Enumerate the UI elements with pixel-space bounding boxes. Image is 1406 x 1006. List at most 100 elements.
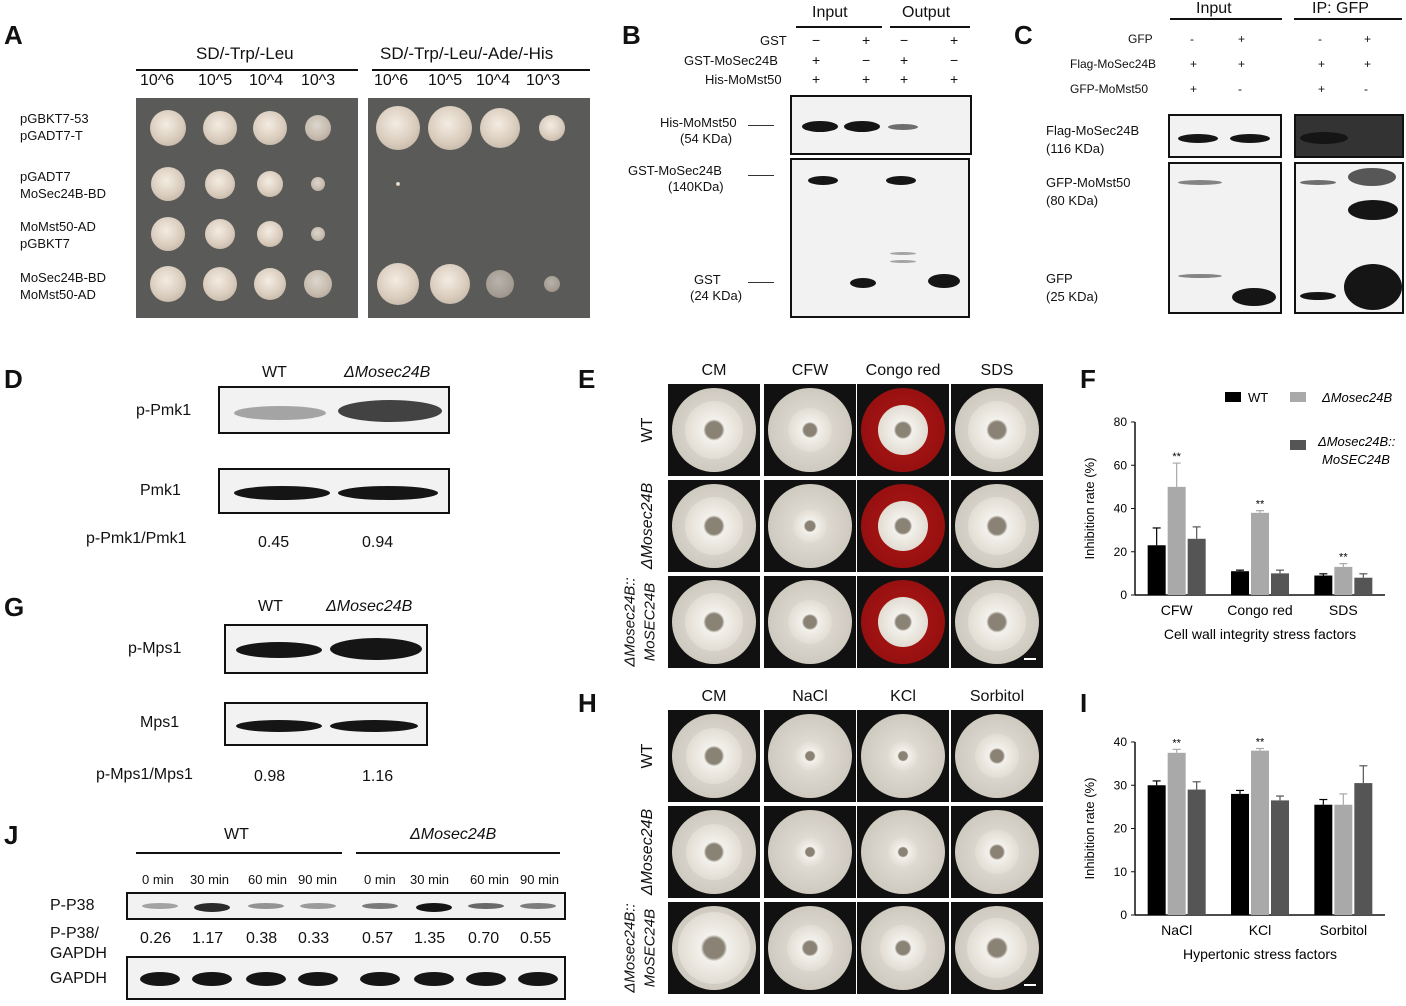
- time-label: 60 min: [470, 872, 510, 887]
- plate-col-label: KCl: [890, 688, 916, 705]
- yeast-colony: [428, 106, 472, 150]
- legend-label-comp: ΔMosec24B::: [1317, 434, 1396, 449]
- blot-b-his: [790, 95, 972, 155]
- panel-j-rule-wt: [136, 852, 342, 854]
- panel-g-ratio-value: 1.16: [362, 768, 394, 785]
- band: [248, 903, 284, 909]
- y-tick-label: 30: [1114, 778, 1128, 792]
- x-tick-label: NaCl: [1161, 922, 1192, 938]
- panel-j-row-bottom: GAPDH: [50, 970, 107, 987]
- y-tick-label: 10: [1114, 865, 1128, 879]
- colony-mycelium: [685, 497, 743, 555]
- ratio-value: 0.70: [468, 930, 500, 947]
- yeast-colony: [305, 115, 331, 141]
- petri-dish: [857, 806, 949, 898]
- panel-a-rule-right: [372, 69, 590, 71]
- panel-a-header-right: SD/-Trp/-Leu/-Ade/-His: [380, 44, 554, 63]
- ratio-value: 1.17: [192, 930, 224, 947]
- panel-b-row-label: GST-MoSec24B: [684, 53, 778, 68]
- bar: [1314, 804, 1333, 915]
- y-tick-label: 40: [1114, 502, 1128, 516]
- x-tick-label: KCl: [1249, 922, 1272, 938]
- sign-mark: −: [950, 52, 959, 68]
- petri-dish: [764, 710, 856, 802]
- colony-mycelium: [793, 509, 827, 543]
- colony-mycelium: [788, 408, 832, 452]
- panel-b-letter: B: [622, 20, 641, 50]
- plate-col-label: CFW: [791, 362, 829, 379]
- ratio-value: 0.38: [246, 930, 278, 947]
- ratio-value: 0.55: [520, 930, 552, 947]
- panel-j-ratio-label: P-P38/GAPDH: [50, 925, 107, 962]
- yeast-colony: [377, 263, 419, 305]
- yeast-colony: [311, 177, 325, 191]
- bar: [1314, 575, 1333, 595]
- blot-d-pmk1: [218, 468, 450, 514]
- time-label: 90 min: [298, 872, 338, 887]
- blot-c-flag-input: [1168, 114, 1282, 158]
- colony-mycelium: [968, 401, 1026, 459]
- x-tick-label: SDS: [1329, 602, 1358, 618]
- sign-mark: +: [862, 71, 871, 87]
- panel-e-letter: E: [578, 364, 596, 394]
- colony-mycelium: [878, 501, 928, 551]
- y-tick-label: 0: [1120, 588, 1127, 602]
- yeast-colony: [396, 182, 400, 186]
- band: [300, 903, 336, 909]
- sign-mark: +: [1190, 82, 1198, 96]
- colony-mycelium: [685, 401, 743, 459]
- yeast-colony: [539, 115, 565, 141]
- yeast-colony: [203, 111, 237, 145]
- bar: [1167, 486, 1186, 595]
- colony-mycelium: [888, 741, 918, 771]
- dilution-label: 10^6: [140, 72, 175, 89]
- colony-mycelium: [787, 925, 833, 971]
- panel-f-letter: F: [1080, 364, 1096, 394]
- band: [298, 972, 338, 986]
- colony-mycelium: [975, 830, 1019, 874]
- legend-swatch-mut: [1290, 392, 1306, 402]
- band-tick: [748, 125, 774, 126]
- colony-mycelium: [878, 405, 928, 455]
- panel-g-row-label: p-Mps1: [128, 640, 182, 657]
- plate-col-label: CM: [701, 688, 727, 705]
- yeast-colony: [150, 266, 186, 302]
- panel-c-row-label: GFP: [1128, 32, 1153, 46]
- y-axis-label: Inhibition rate (%): [1082, 778, 1097, 880]
- yeast-colony: [151, 167, 185, 201]
- blot-j-gapdh: [126, 956, 566, 1000]
- yeast-colony: [304, 270, 332, 298]
- significance-mark: **: [1172, 451, 1181, 463]
- time-label: 30 min: [410, 872, 450, 887]
- sign-mark: +: [950, 71, 959, 87]
- significance-mark: **: [1172, 737, 1181, 749]
- bar: [1354, 577, 1373, 595]
- petri-dish: [951, 576, 1043, 668]
- yeast-colony: [480, 108, 520, 148]
- petri-dish: [668, 902, 760, 994]
- blot-c-gfp-ip: [1294, 162, 1404, 314]
- dilution-label: 10^4: [249, 72, 284, 89]
- dilution-label: 10^5: [428, 72, 463, 89]
- panel-a-letter: A: [4, 20, 23, 50]
- yeast-colony: [205, 219, 235, 249]
- blot-d-ppmk1: [218, 386, 450, 434]
- petri-dish: [857, 384, 949, 476]
- yeast-colony: [544, 276, 560, 292]
- panel-a-rule-left: [136, 69, 358, 71]
- sign-mark: +: [1318, 82, 1326, 96]
- sign-mark: −: [812, 32, 821, 48]
- panel-b-output-rule: [890, 26, 970, 28]
- blot-c-flag-ip: [1294, 114, 1404, 158]
- colony-mycelium: [878, 597, 928, 647]
- bar: [1147, 785, 1166, 915]
- dilution-label: 10^4: [476, 72, 511, 89]
- colony-mycelium: [788, 600, 832, 644]
- panel-c-letter: C: [1014, 20, 1033, 50]
- panel-b-input-header: Input: [812, 4, 848, 21]
- petri-dish: [668, 806, 760, 898]
- plate-row-label: ΔMosec24B: [639, 808, 656, 896]
- time-label: 90 min: [520, 872, 560, 887]
- sign-mark: +: [1318, 57, 1326, 71]
